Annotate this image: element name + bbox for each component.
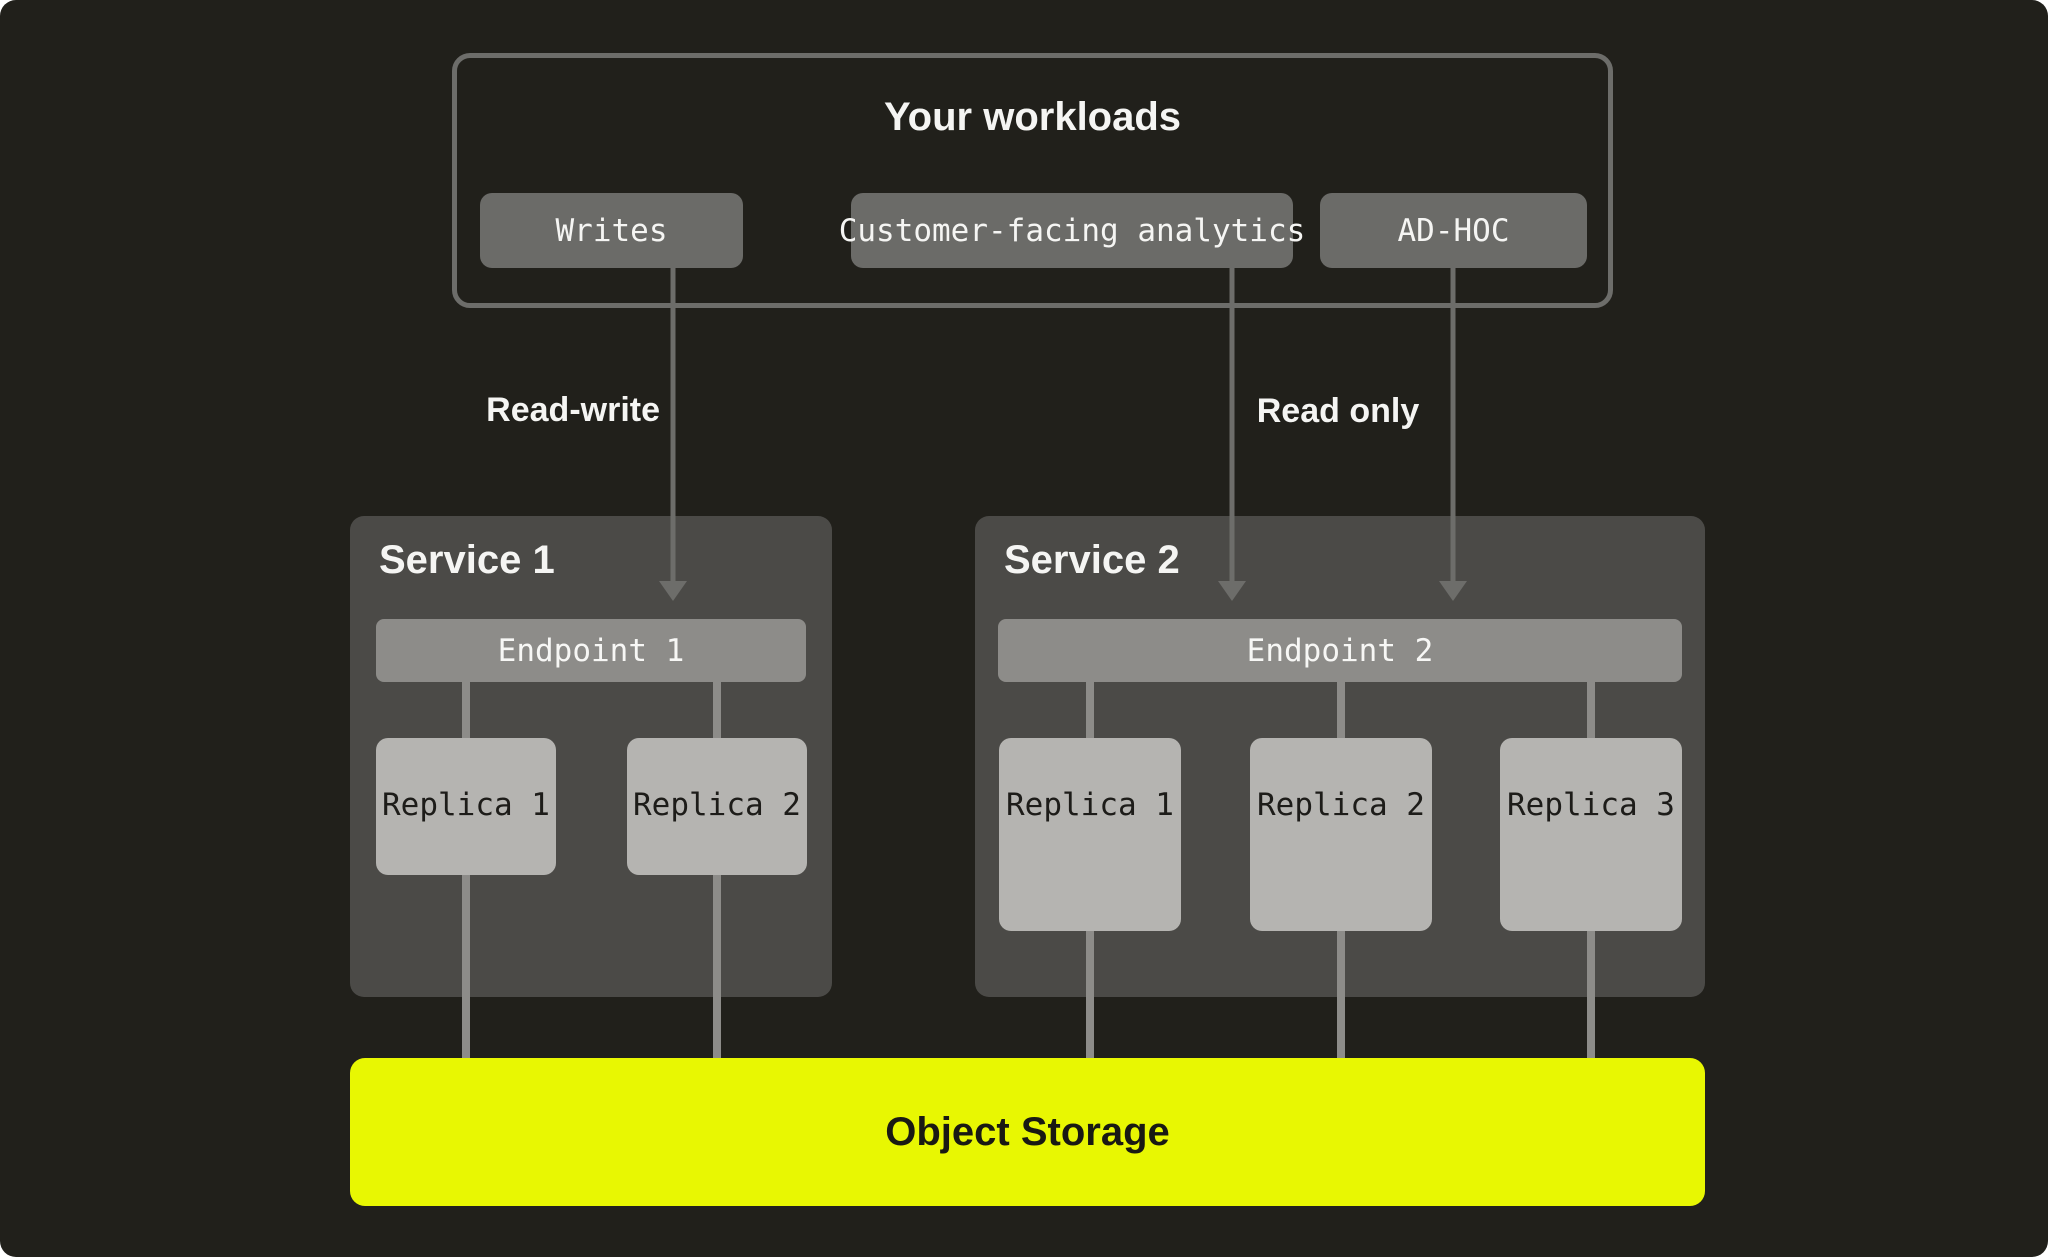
service-1-title: Service 1 [379,538,555,582]
service-2-endpoint: Endpoint 2 [998,619,1682,682]
workloads-group-box [452,53,1613,308]
workloads-title: Your workloads [883,95,1182,139]
service-2-replica-1: Replica 1 [999,738,1181,931]
service-2-replica-3: Replica 3 [1500,738,1682,931]
service-2-title: Service 2 [1004,538,1180,582]
edge-label-read-only: Read only [1256,392,1420,430]
service-2-replica-2: Replica 2 [1250,738,1432,931]
edge-label-read-write: Read-write [486,391,660,429]
service-1-endpoint: Endpoint 1 [376,619,806,682]
service-1-replica-2: Replica 2 [627,738,807,875]
workload-chip-customer-facing-analytics: Customer-facing analytics [839,193,1305,268]
workload-chip-ad-hoc: AD-HOC [1320,193,1587,268]
service-1-replica-1: Replica 1 [376,738,556,875]
object-storage-bar: Object Storage [350,1058,1705,1206]
workload-chip-writes: Writes [480,193,743,268]
